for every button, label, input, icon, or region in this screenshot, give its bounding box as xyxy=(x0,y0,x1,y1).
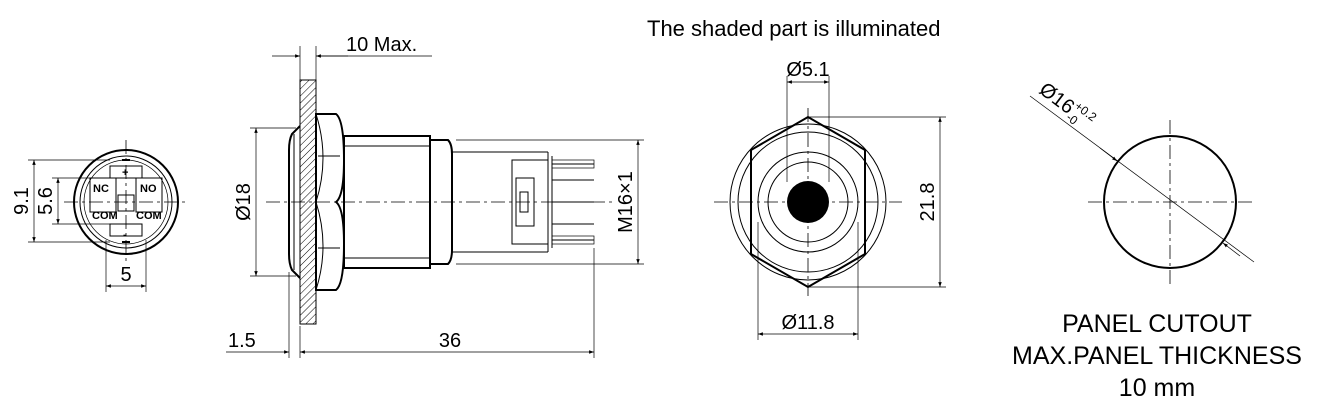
cutout-caption-1: PANEL CUTOUT xyxy=(1062,310,1252,338)
dim-inner-diameter: Ø5.1 xyxy=(786,59,829,81)
pin-label-com-right: COM xyxy=(136,210,162,222)
cutout-caption-3: 10 mm xyxy=(1119,374,1195,402)
back-view: NC NO COM COM + - 9.1 5.6 5 xyxy=(11,140,188,292)
cutout-caption-2: MAX.PANEL THICKNESS xyxy=(1012,342,1302,370)
dim-bezel-diameter: Ø18 xyxy=(233,183,255,221)
dim-bezel-thickness: 1.5 xyxy=(228,330,256,352)
dim-ring-diameter: Ø11.8 xyxy=(782,312,835,334)
cutout-view: Ø16 +0.2 -0 PANEL CUTOUT MAX.PANEL THICK… xyxy=(1012,78,1302,402)
dim-max-panel: 10 Max. xyxy=(346,34,417,56)
pin-label-com-left: COM xyxy=(92,210,118,222)
pin-label-plus: + xyxy=(122,167,128,179)
pin-label-no: NO xyxy=(140,183,157,195)
dim-height-inner: 5.6 xyxy=(35,187,57,215)
pin-label-minus: - xyxy=(123,229,127,241)
dim-height-outer: 9.1 xyxy=(11,187,33,215)
dim-thread: M16×1 xyxy=(615,171,637,233)
pin-label-nc: NC xyxy=(93,183,109,195)
side-view: 10 Max. Ø18 M16×1 1.5 36 xyxy=(226,34,644,358)
front-view: Ø5.1 21.8 Ø11.8 xyxy=(714,59,946,340)
illumination-note: The shaded part is illuminated xyxy=(647,16,941,41)
dim-length: 36 xyxy=(439,330,461,352)
dim-hex-size: 21.8 xyxy=(917,183,939,222)
dim-width-pins: 5 xyxy=(120,264,131,286)
